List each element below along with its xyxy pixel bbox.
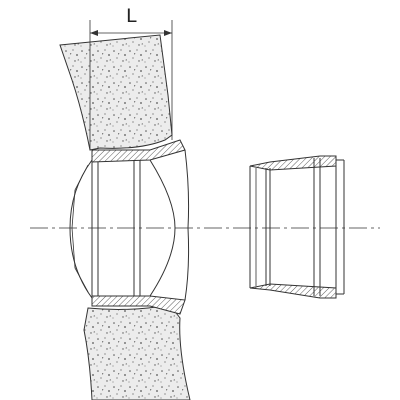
installed-socket <box>69 139 190 315</box>
concrete-wall-upper <box>59 34 173 151</box>
dimension-L: L <box>89 5 173 150</box>
concrete-wall-lower <box>83 304 191 400</box>
coupling-part <box>249 155 345 299</box>
dimension-label: L <box>126 5 137 27</box>
